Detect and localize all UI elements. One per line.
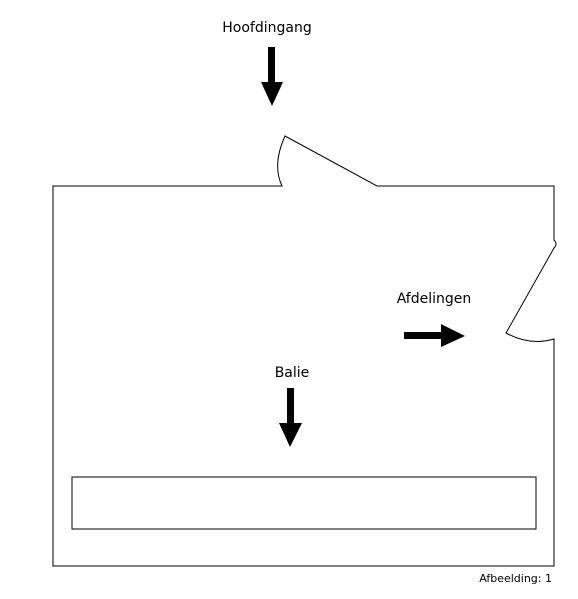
desk-arrow (279, 388, 302, 447)
main-entrance-label: Hoofdingang (222, 20, 311, 36)
reception-counter (71, 476, 537, 530)
desk-label: Balie (275, 365, 310, 381)
building-outline (52, 135, 557, 567)
main-entrance-arrow (261, 47, 283, 106)
departments-arrow (404, 324, 465, 347)
departments-label: Afdelingen (397, 291, 472, 307)
figure-caption: Afbeelding: 1 (479, 572, 552, 585)
